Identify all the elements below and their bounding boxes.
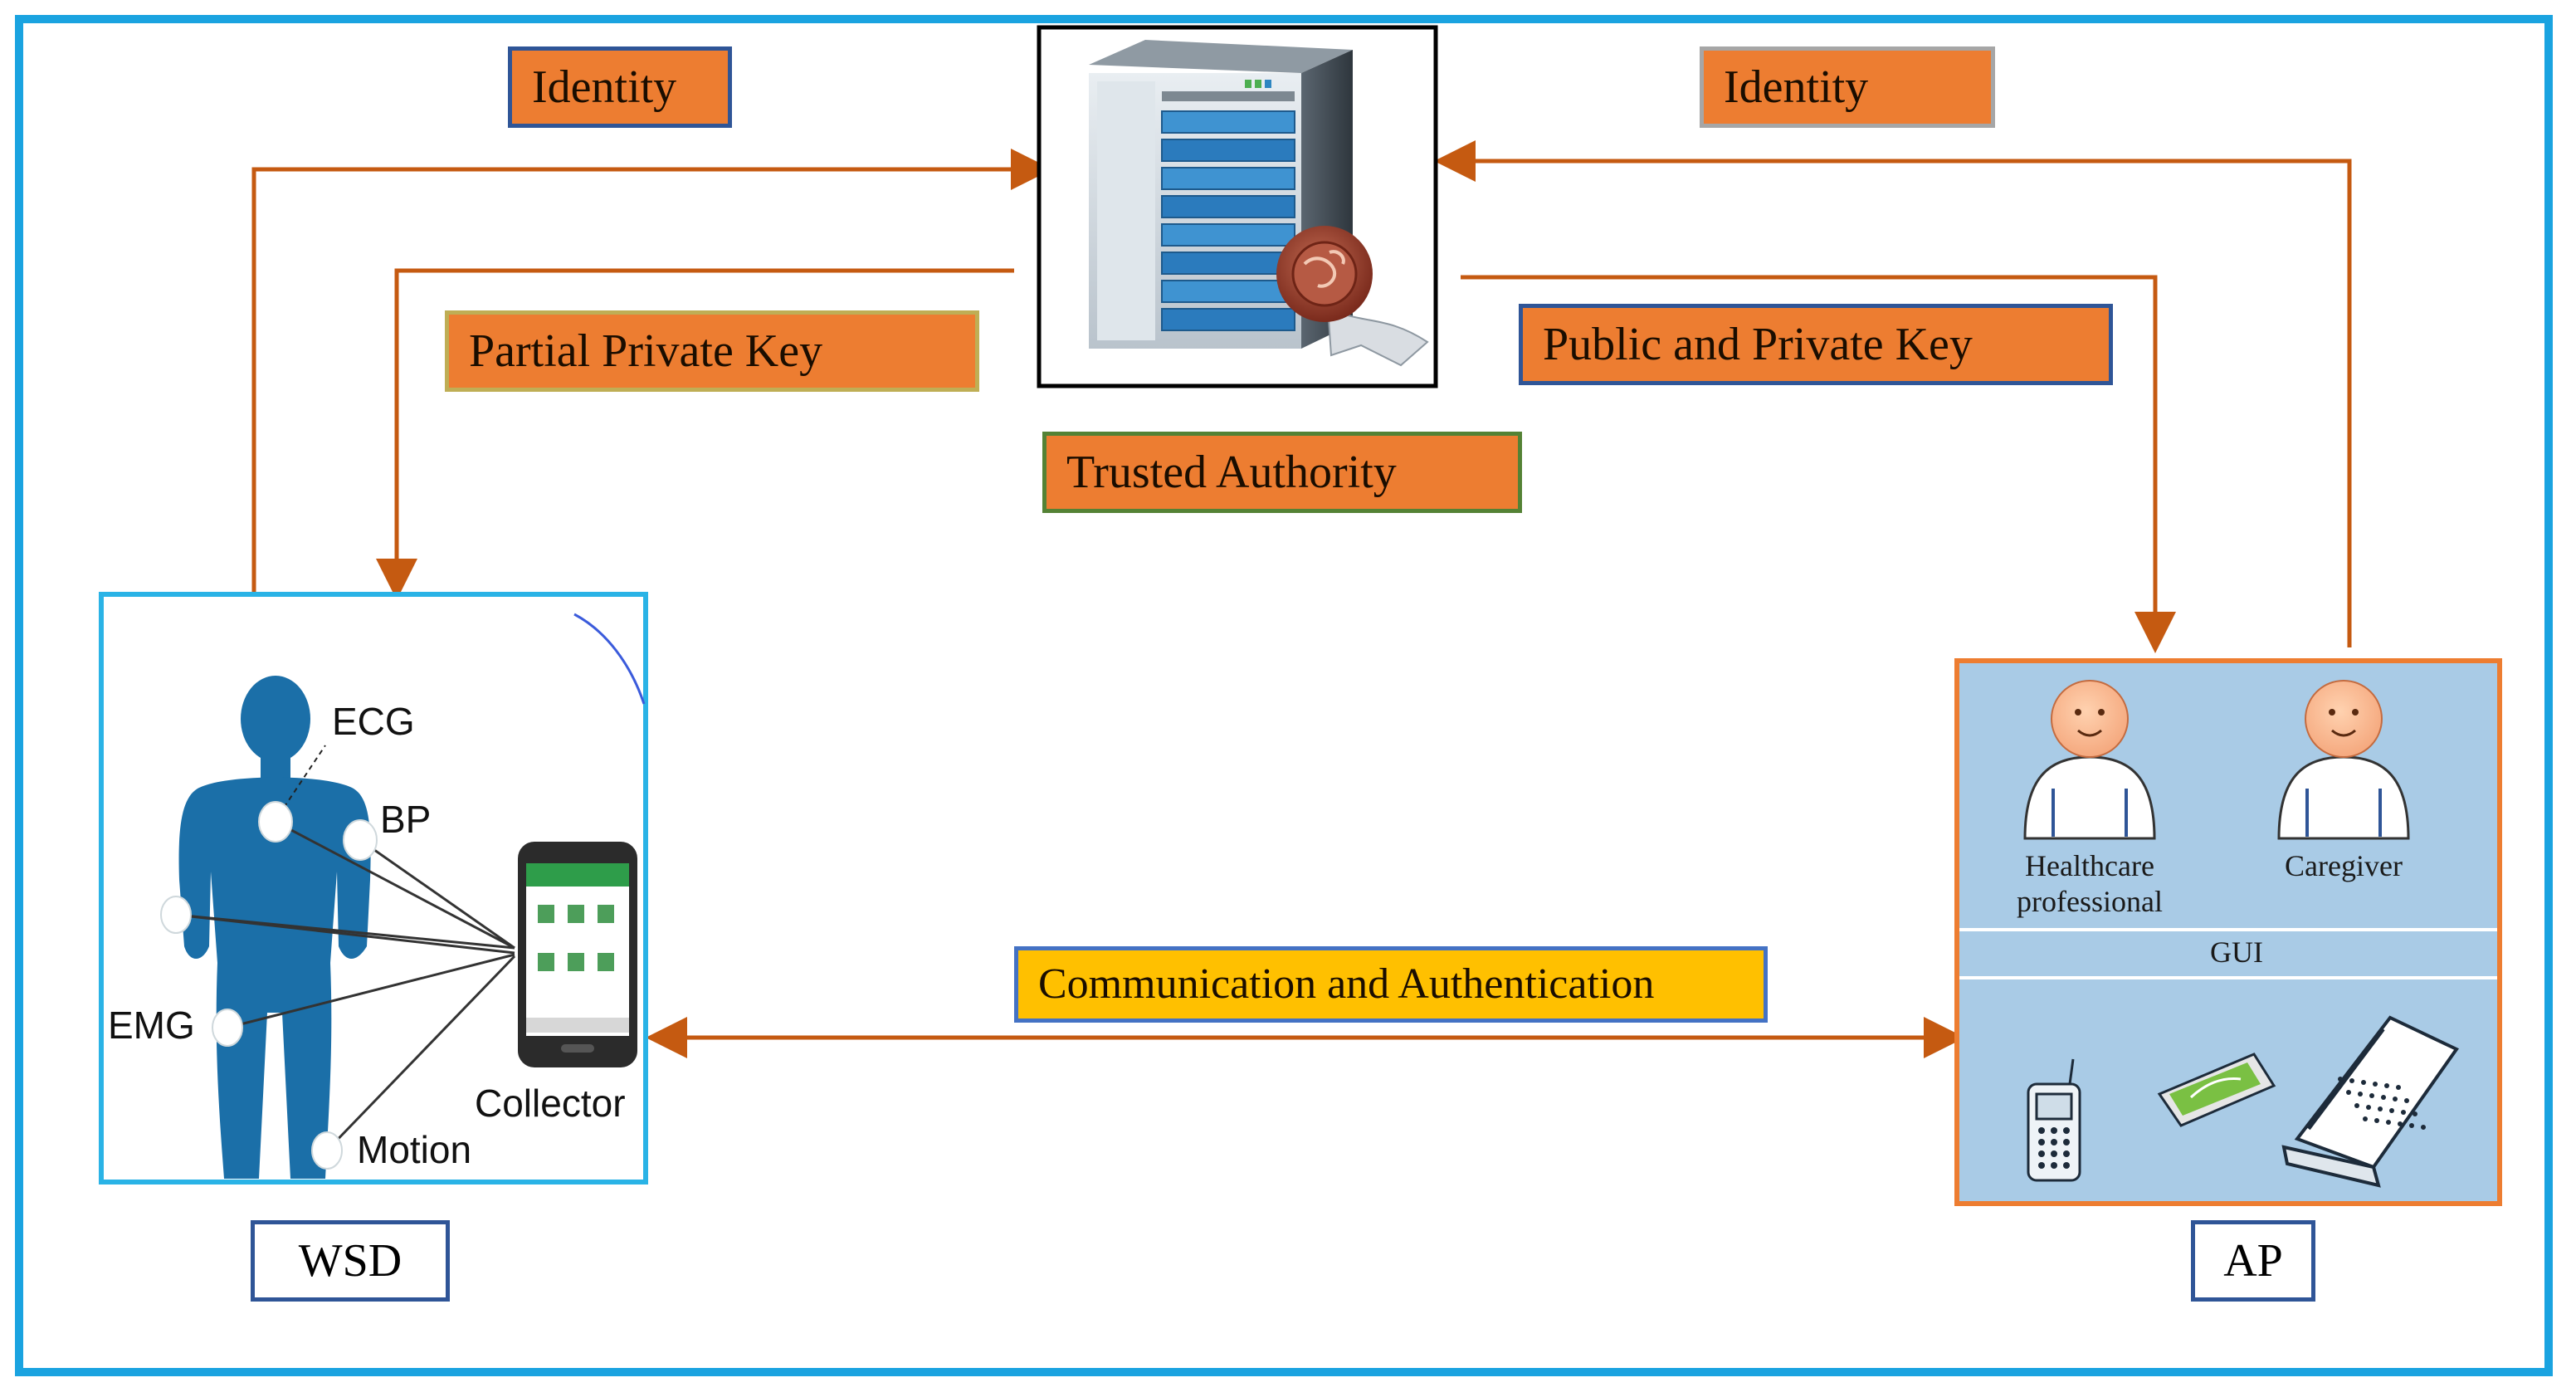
drive-bay <box>1161 110 1295 134</box>
healthcare-professional-label: Healthcare professional <box>2017 849 2163 919</box>
keyboard-key <box>2413 1111 2417 1116</box>
keypad-key <box>2051 1139 2057 1145</box>
partial-private-key-label: Partial Private Key <box>445 310 979 392</box>
keyboard-key <box>2384 1083 2389 1088</box>
keypad-key <box>2063 1127 2070 1134</box>
keypad-dots <box>2038 1127 2070 1169</box>
ecg-sensor <box>258 801 293 843</box>
keyboard-key <box>2398 1121 2403 1126</box>
caregiver-label: Caregiver <box>2285 849 2403 882</box>
ecg-leader-line <box>278 745 326 816</box>
keyboard-key <box>2358 1092 2363 1097</box>
healthcare-professional-icon <box>2023 680 2156 840</box>
emg-sensor <box>212 1009 243 1047</box>
keyboard-key <box>2346 1090 2351 1095</box>
keyboard-key <box>2421 1125 2426 1130</box>
keyboard-key <box>2389 1108 2394 1113</box>
keypad-key <box>2051 1127 2057 1134</box>
keyboard-key <box>2378 1106 2383 1111</box>
ecg-label: ECG <box>332 700 415 743</box>
drive-bay <box>1161 139 1295 162</box>
keyboard-key <box>2393 1097 2398 1101</box>
keyboard-key <box>2381 1095 2386 1100</box>
keypad-key <box>2063 1150 2070 1157</box>
laptop-icon <box>2281 1015 2460 1188</box>
keyboard-key <box>2404 1098 2409 1103</box>
gui-label: GUI <box>2210 935 2263 969</box>
keyboard-key <box>2401 1110 2406 1115</box>
drive-bay <box>1161 308 1295 331</box>
motion-label: Motion <box>357 1128 472 1171</box>
collector-label: Collector <box>475 1082 626 1125</box>
keypad-key <box>2038 1139 2045 1145</box>
keyboard-key <box>2386 1120 2391 1125</box>
bp-sensor <box>343 819 378 861</box>
bp-label: BP <box>380 798 432 841</box>
keyboard-key <box>2369 1093 2374 1098</box>
keypad-key <box>2038 1162 2045 1169</box>
keyboard-key <box>2338 1077 2343 1082</box>
emg-label: EMG <box>108 1004 195 1047</box>
arm-sensor <box>160 896 192 934</box>
keyboard-key <box>2396 1085 2401 1090</box>
keyboard-key <box>2373 1082 2378 1087</box>
laptop-keyboard-dots <box>2338 1077 2426 1130</box>
drive-bay <box>1161 252 1295 275</box>
drive-bay <box>1161 280 1295 303</box>
drive-bay <box>1161 223 1295 247</box>
keyboard-key <box>2366 1105 2371 1110</box>
sensor-wires <box>175 820 516 1152</box>
keypad-key <box>2063 1162 2070 1169</box>
keyboard-key <box>2349 1078 2354 1083</box>
identity-label-right: Identity <box>1700 46 1995 128</box>
arrow-wsd-identity <box>251 149 1052 592</box>
keypad-key <box>2051 1150 2057 1157</box>
keypad-key <box>2038 1127 2045 1134</box>
caregiver-icon <box>2277 680 2410 840</box>
keypad-key <box>2051 1162 2057 1169</box>
server-drive-bays <box>1161 110 1295 331</box>
keyboard-key <box>2354 1103 2359 1108</box>
drive-bay <box>1161 167 1295 190</box>
keyboard-key <box>2361 1080 2366 1085</box>
human-body-silhouette <box>178 676 371 1179</box>
trusted-authority-label: Trusted Authority <box>1042 432 1522 513</box>
drive-bay <box>1161 195 1295 218</box>
sensor-nodes <box>160 801 378 1170</box>
arrow-partial-private-key <box>376 268 1014 600</box>
public-private-key-label: Public and Private Key <box>1519 304 2113 385</box>
decorative-arc <box>573 613 646 705</box>
keyboard-key <box>2374 1118 2379 1123</box>
keyboard-key <box>2409 1123 2414 1128</box>
identity-label-left: Identity <box>508 46 732 128</box>
arrow-public-private-key <box>1461 275 2176 653</box>
arrow-ap-identity <box>1434 140 2352 647</box>
tablet-device-icon <box>2157 1053 2276 1127</box>
certificate-seal-icon <box>1276 226 1429 367</box>
communication-authentication-label: Communication and Authentication <box>1014 946 1768 1023</box>
keypad-key <box>2038 1150 2045 1157</box>
keyboard-key <box>2363 1116 2368 1121</box>
motion-sensor <box>311 1131 343 1170</box>
collector-phone-icon <box>518 842 637 1067</box>
wsd-label: WSD <box>251 1220 450 1302</box>
ap-label: AP <box>2191 1220 2315 1302</box>
keypad-key <box>2063 1139 2070 1145</box>
outer-frame <box>15 15 2553 1376</box>
